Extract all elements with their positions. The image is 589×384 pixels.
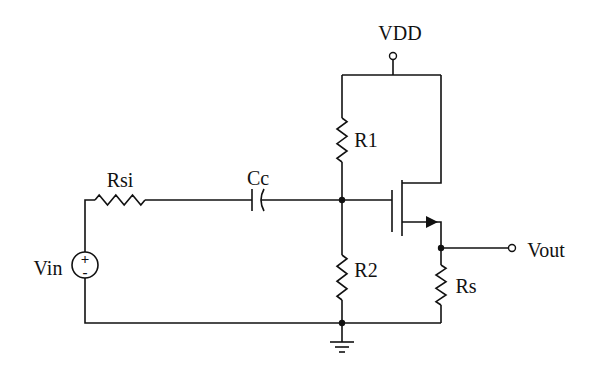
polarity-mark: - <box>83 265 88 280</box>
resistor-symbol <box>337 118 347 162</box>
wire <box>85 278 441 323</box>
wire <box>342 199 392 201</box>
wire <box>440 305 442 323</box>
wire <box>441 247 508 249</box>
wire <box>145 199 252 201</box>
wire <box>85 200 95 252</box>
wire <box>341 75 343 118</box>
wire <box>392 60 394 75</box>
wire <box>341 162 343 255</box>
mosfet-gate <box>391 190 393 232</box>
capacitor-plate <box>251 189 253 211</box>
wire <box>261 199 342 201</box>
junction-dot <box>339 320 345 326</box>
resistor-label: Rsi <box>107 170 134 190</box>
junction-dot <box>438 245 444 251</box>
resistor-label: R2 <box>354 260 377 280</box>
capacitor-label: Cc <box>247 168 269 188</box>
resistor-label: R1 <box>354 130 377 150</box>
resistor-symbol <box>436 265 446 305</box>
ground-symbol <box>330 341 354 343</box>
resistor-symbol <box>95 195 145 205</box>
terminal <box>390 53 397 60</box>
junction-dot <box>339 197 345 203</box>
source-arrow <box>426 216 438 228</box>
terminal <box>509 245 516 252</box>
resistor-symbol <box>337 255 347 300</box>
ground-symbol <box>339 351 345 353</box>
wire <box>342 74 441 76</box>
mosfet-channel <box>401 180 403 236</box>
wire <box>402 222 441 265</box>
source-label: Vin <box>34 258 63 278</box>
resistor-label: Rs <box>455 276 476 296</box>
ground-symbol <box>335 346 349 348</box>
wire <box>402 75 441 183</box>
supply-label: VDD <box>378 23 421 43</box>
output-label: Vout <box>527 240 564 260</box>
